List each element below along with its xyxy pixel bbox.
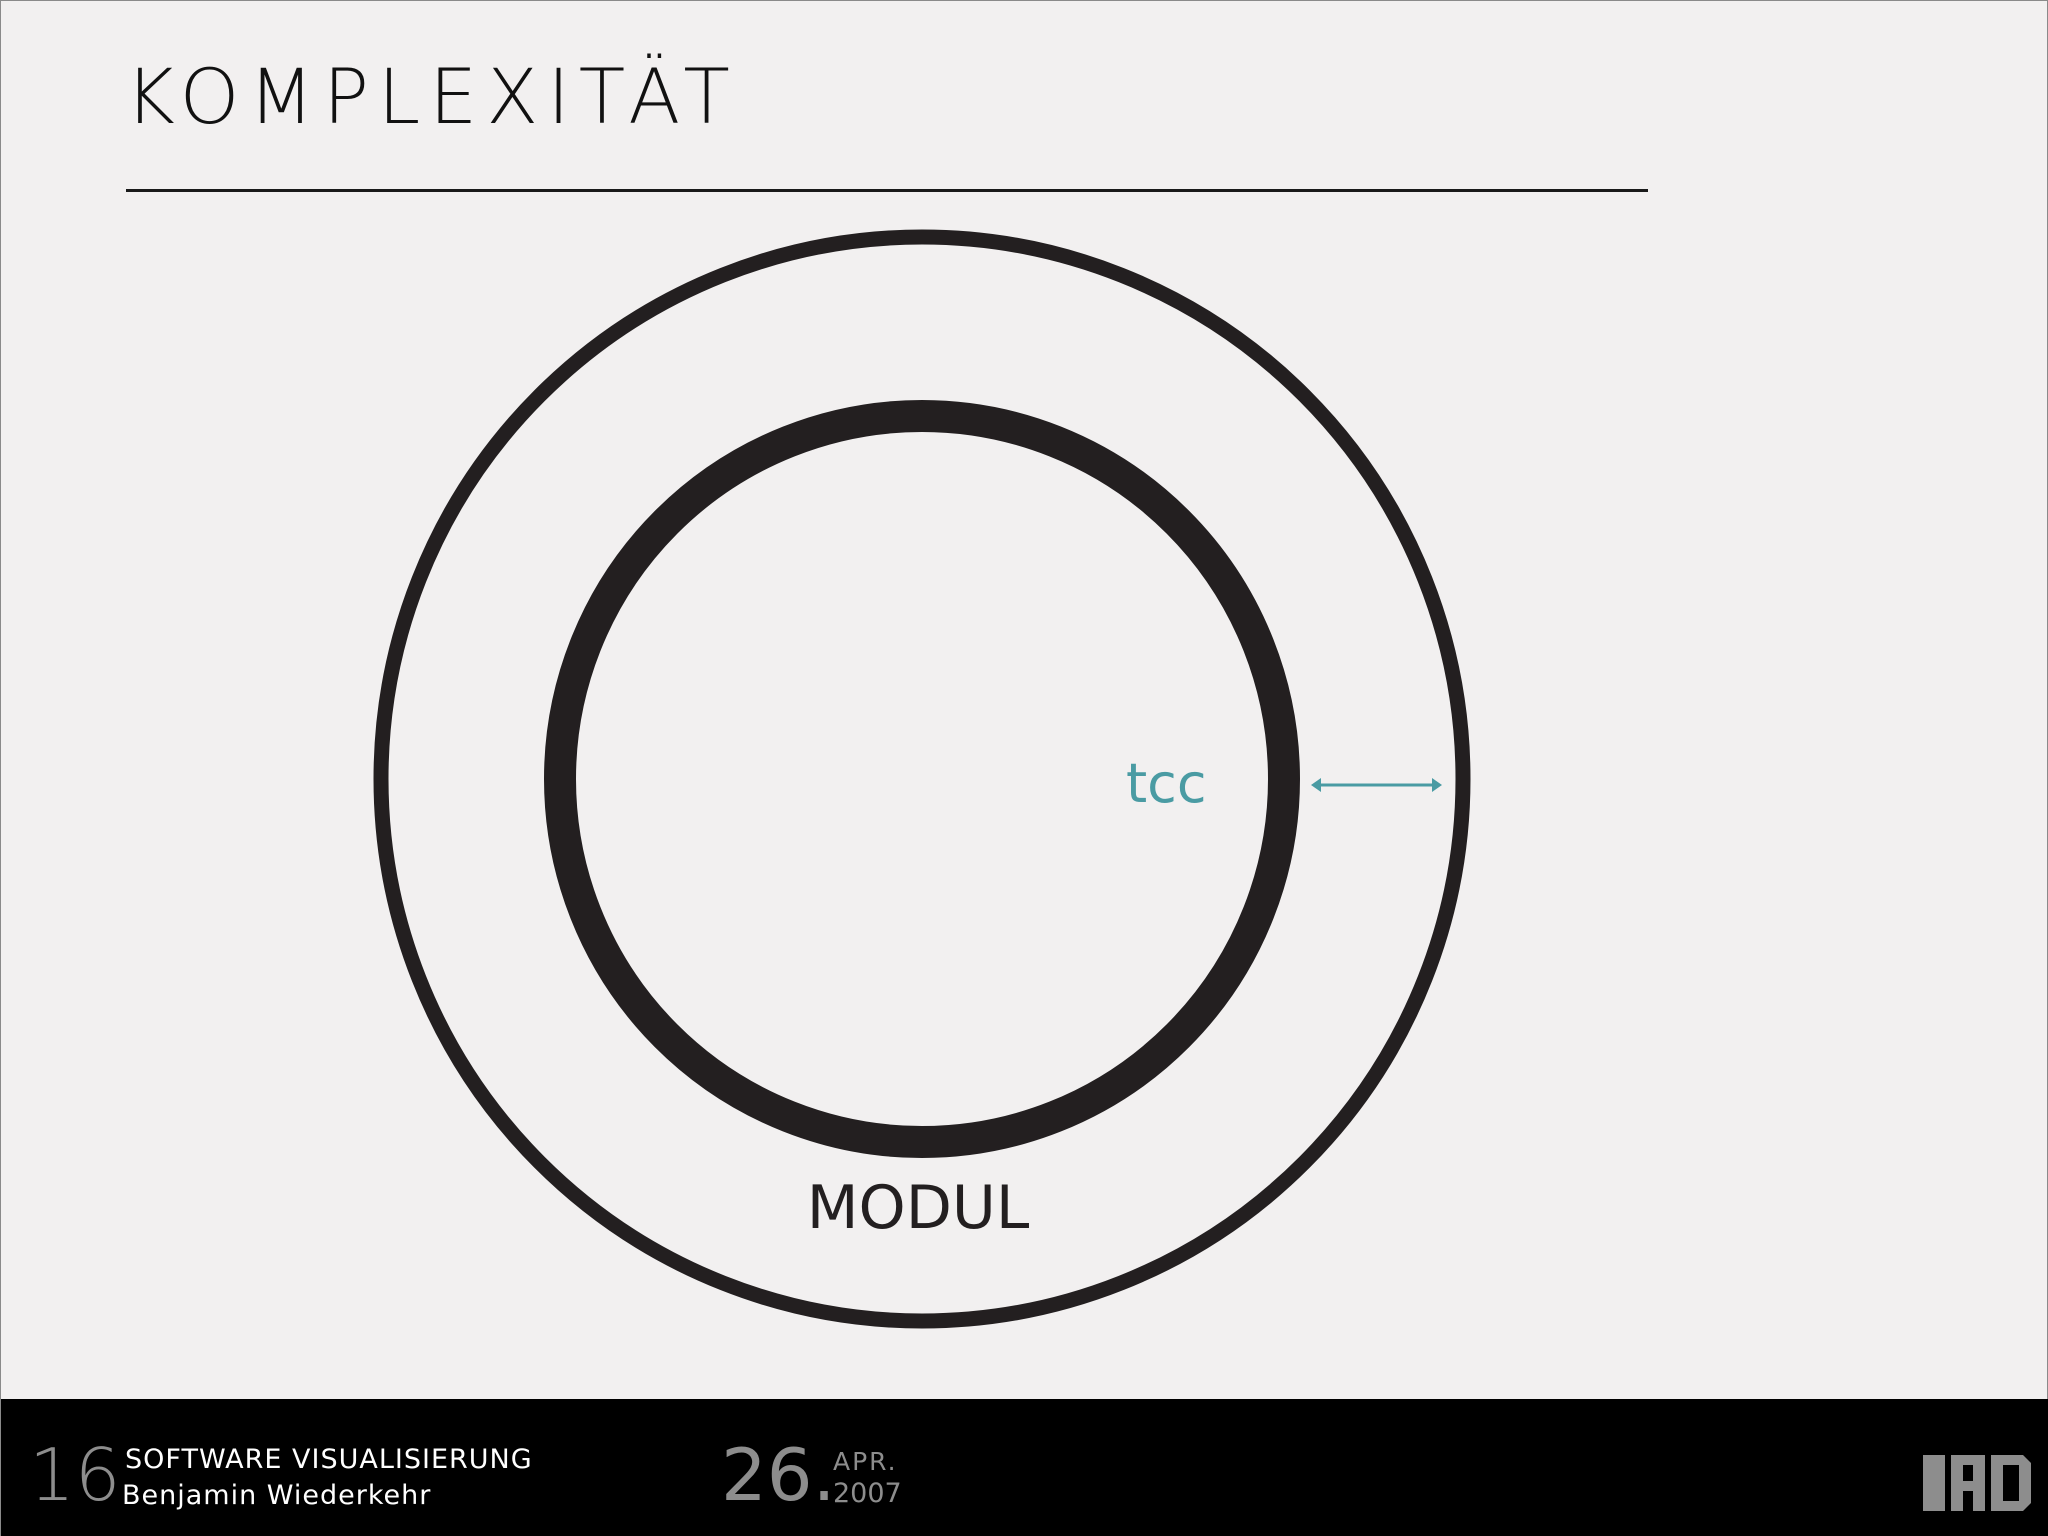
- tcc-arrow: [1311, 778, 1442, 792]
- module-label: MODUL: [807, 1173, 1030, 1243]
- iad-logo: [1923, 1455, 2031, 1511]
- date-year: 2007: [833, 1478, 902, 1509]
- outer-ring: [373, 229, 1471, 1329]
- tcc-label: tcc: [1126, 752, 1207, 815]
- course-title: SOFTWARE VISUALISIERUNG: [125, 1444, 533, 1475]
- module-ring: [544, 400, 1300, 1158]
- slide-title: KOMPLEXITÄT: [125, 52, 739, 141]
- slide-number: 16: [29, 1433, 121, 1517]
- footer-bar: 16 SOFTWARE VISUALISIERUNG Benjamin Wied…: [1, 1399, 2048, 1536]
- date-day: 26.: [721, 1433, 836, 1517]
- complexity-diagram: tcc MODUL: [373, 229, 1471, 1329]
- date-month: APR.: [833, 1447, 898, 1476]
- author-name: Benjamin Wiederkehr: [122, 1480, 432, 1511]
- title-divider: [126, 189, 1648, 192]
